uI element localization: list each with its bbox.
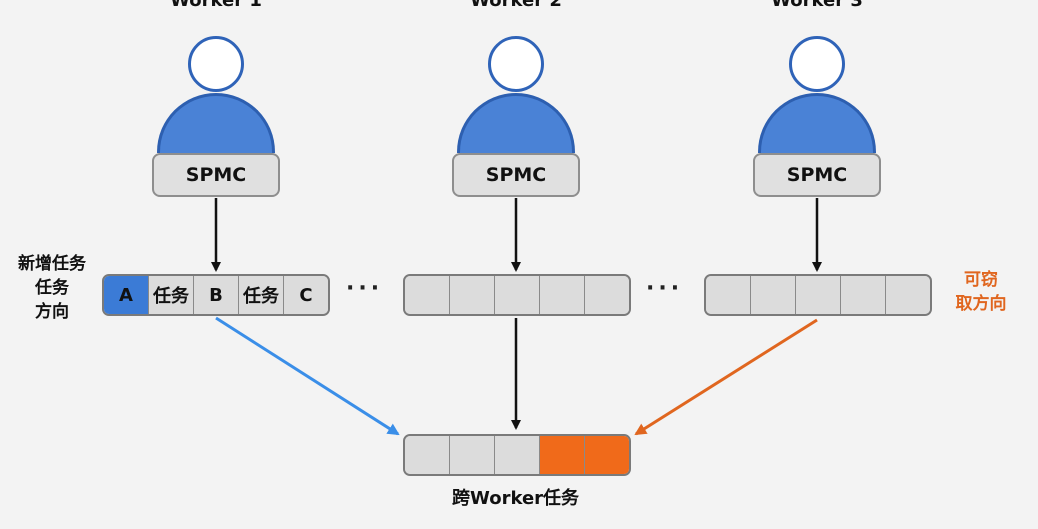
worker-2-head-icon	[488, 36, 544, 92]
queue-cell-b: B	[194, 276, 239, 314]
worker-1-spmc-box: SPMC	[152, 153, 280, 197]
queue-cell	[495, 276, 540, 314]
queue-cell	[796, 276, 841, 314]
worker-3-head-icon	[789, 36, 845, 92]
queue-cell	[405, 436, 450, 474]
queue-cell-c: C	[284, 276, 328, 314]
queue-cell	[540, 276, 585, 314]
worker-2-title: Worker 2	[470, 0, 562, 11]
queue-1-to-cross-arrow	[215, 316, 400, 436]
queue-cell	[886, 276, 930, 314]
queue-cell	[706, 276, 751, 314]
queue-cell	[495, 436, 540, 474]
queue-cell	[841, 276, 886, 314]
ellipsis-2: ···	[646, 276, 684, 301]
cross-worker-task-label: 跨Worker任务	[452, 488, 580, 509]
worker-1-queue: A 任务 B 任务 C	[102, 274, 330, 316]
queue-cell-task: 任务	[149, 276, 194, 314]
left-label-line-2: 任务	[35, 278, 69, 298]
steal-direction-label: 可窃 取方向	[936, 268, 1026, 316]
cross-worker-queue	[403, 434, 631, 476]
new-task-direction-label: 新增任务 任务 方向	[2, 252, 102, 324]
queue-cell-task: 任务	[239, 276, 284, 314]
left-label-line-1: 新增任务	[18, 254, 86, 274]
right-label-line-2: 取方向	[955, 294, 1007, 314]
left-label-line-3: 方向	[35, 302, 69, 322]
worker-1-head-icon	[188, 36, 244, 92]
worker-3-spmc-box: SPMC	[753, 153, 881, 197]
ellipsis-1: ···	[346, 276, 384, 301]
worker-2-spmc-box: SPMC	[452, 153, 580, 197]
queue-cell	[585, 276, 629, 314]
queue-cell	[405, 276, 450, 314]
queue-cell	[751, 276, 796, 314]
worker-1-title: Worker 1	[170, 0, 262, 11]
worker-3-title: Worker 3	[771, 0, 863, 11]
worker-3-queue	[704, 274, 932, 316]
worker-2-queue	[403, 274, 631, 316]
steal-to-cross-arrow	[634, 318, 818, 436]
queue-cell-stolen	[585, 436, 629, 474]
queue-cell	[450, 436, 495, 474]
queue-cell-stolen	[540, 436, 585, 474]
queue-cell	[450, 276, 495, 314]
right-label-line-1: 可窃	[964, 270, 998, 290]
queue-cell-a: A	[104, 276, 149, 314]
